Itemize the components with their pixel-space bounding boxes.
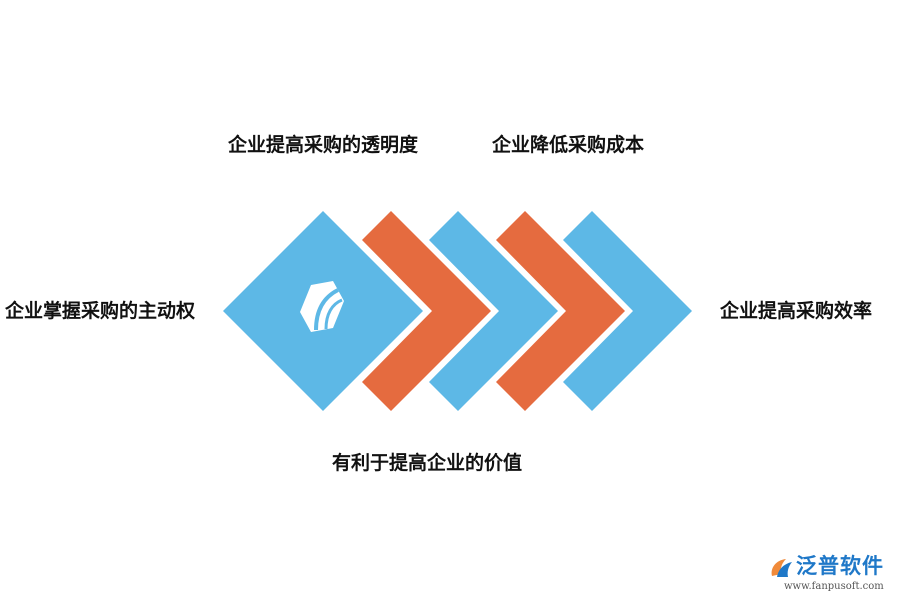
chevron-4-blue [563, 211, 692, 411]
hexagon-swoosh-icon [300, 281, 344, 332]
label-reduce-cost: 企业降低采购成本 [492, 134, 645, 156]
label-enterprise-value: 有利于提高企业的价值 [332, 452, 523, 474]
chevron-1-orange [362, 211, 491, 411]
chevron-2-blue [429, 211, 558, 411]
fanpu-logo-icon [771, 559, 792, 577]
brand-watermark: 泛普软件 www.fanpusoft.com [768, 556, 893, 596]
chevron-3-orange [496, 211, 625, 411]
label-efficiency: 企业提高采购效率 [720, 300, 873, 322]
label-initiative: 企业掌握采购的主动权 [5, 300, 196, 322]
brand-url: www.fanpusoft.com [784, 581, 884, 592]
brand-name: 泛普软件 [796, 554, 884, 578]
label-transparency: 企业提高采购的透明度 [228, 134, 419, 156]
